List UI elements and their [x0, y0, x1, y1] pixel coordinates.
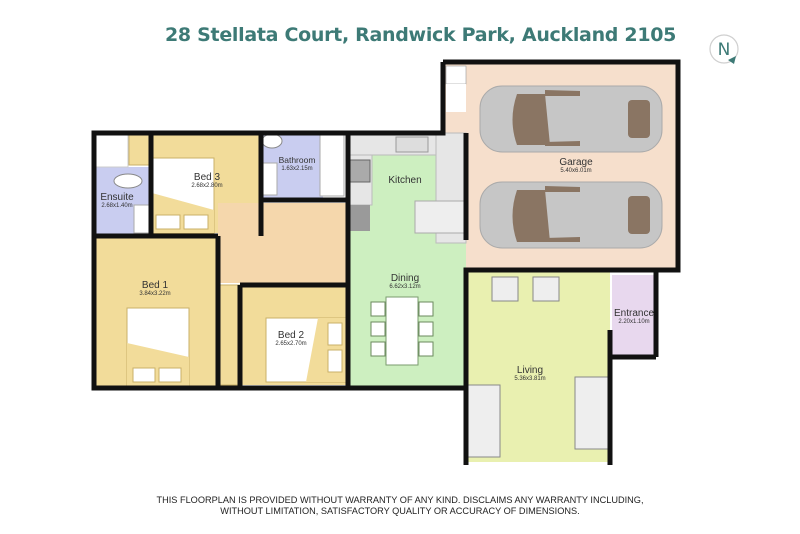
dining-table-icon: [370, 296, 434, 366]
room-label-bathroom: Bathroom 1.63x2.15m: [278, 155, 316, 172]
garage-room: [443, 64, 676, 269]
disclaimer: THIS FLOORPLAN IS PROVIDED WITHOUT WARRA…: [156, 495, 644, 516]
room-label-bed-2: Bed 2 2.65x2.70m: [275, 330, 307, 347]
room-label-entrance: Entrance 2.20x1.10m: [613, 308, 655, 325]
car-icon: [479, 181, 663, 249]
room-label-garage: Garage 5.40x6.01m: [559, 157, 593, 174]
walls: [91, 59, 681, 465]
north-compass-icon: N: [709, 34, 739, 64]
car-icon: [479, 85, 663, 153]
room-label-bed-1: Bed 1 3.84x3.22m: [139, 280, 171, 297]
room-label-living: Living 5.36x3.81m: [514, 365, 546, 382]
page-title: 28 Stellata Court, Randwick Park, Auckla…: [165, 24, 677, 46]
room-label-ensuite: Ensuite 2.68x1.40m: [100, 192, 134, 209]
bed-icon: [126, 307, 190, 387]
room-label-dining: Dining 6.62x3.12m: [389, 273, 421, 290]
room-label-bed-3: Bed 3 2.68x2.80m: [191, 172, 223, 189]
bed-icon: [151, 157, 215, 234]
compass-letter: N: [718, 40, 731, 60]
room-label-kitchen: Kitchen: [388, 175, 422, 186]
bed-icon: [265, 317, 347, 383]
